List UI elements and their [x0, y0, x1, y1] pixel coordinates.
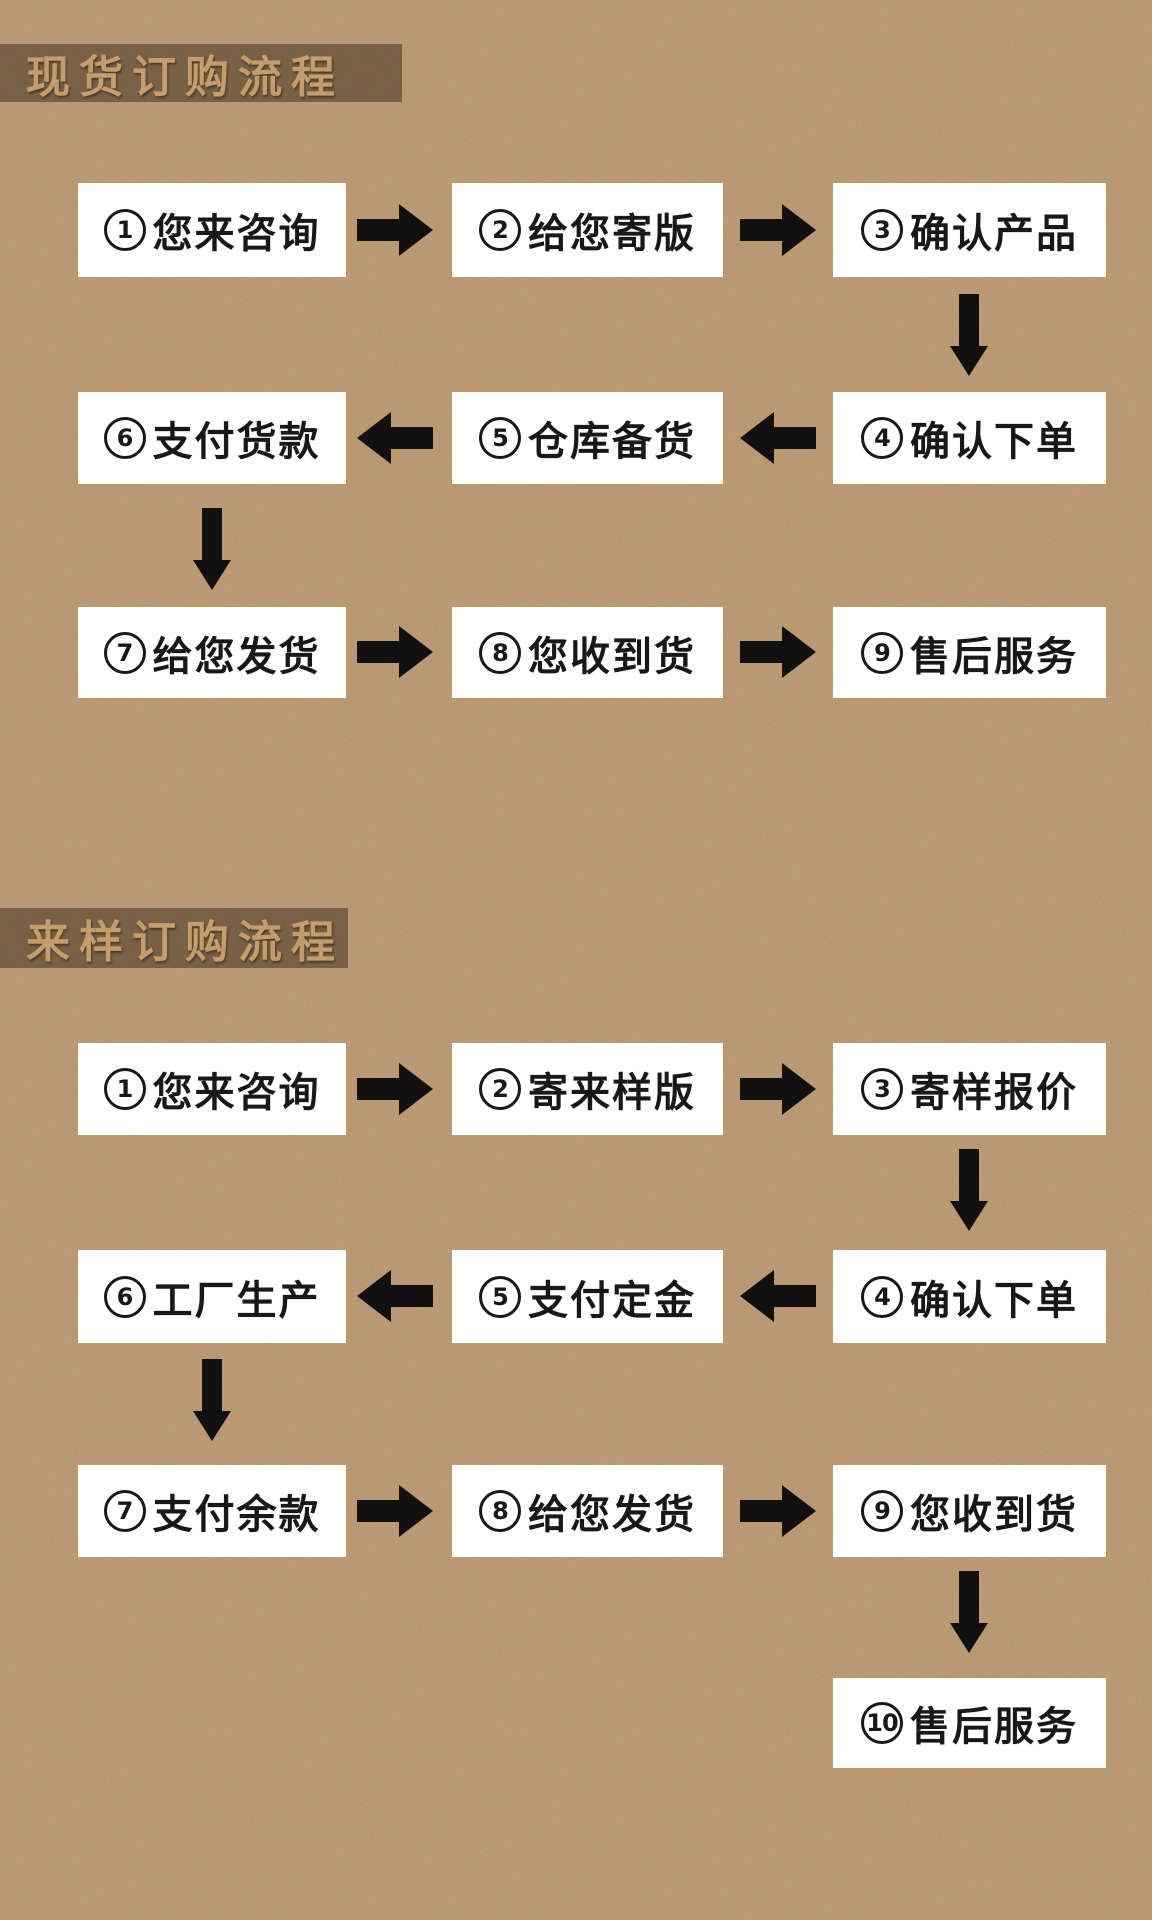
step-label: 工厂生产 — [152, 1277, 321, 1324]
arrow-down-icon — [193, 1359, 231, 1441]
step-circle-number: 8 — [479, 1490, 521, 1532]
step-circle-number: 5 — [479, 417, 521, 459]
step-label: 仓库备货 — [528, 419, 696, 465]
arrow-left-icon — [740, 1270, 816, 1322]
step-label: 确认下单 — [910, 419, 1078, 465]
flow-step-box: 8 您收到货 — [452, 607, 723, 698]
arrow-left-icon — [357, 1270, 433, 1322]
step-circle-number: 10 — [861, 1702, 903, 1744]
arrow-down-icon — [950, 1571, 988, 1653]
step-circle-number: 9 — [861, 1490, 903, 1532]
step-label: 售后服务 — [910, 1704, 1078, 1750]
section-title: 来样订购流程 — [26, 917, 344, 968]
flow-step-box: 7 支付余款 — [78, 1465, 346, 1557]
step-label: 确认下单 — [910, 1277, 1078, 1324]
arrow-right-icon — [740, 204, 816, 256]
step-circle-number: 1 — [103, 209, 146, 251]
step-circle-number: 6 — [103, 1275, 146, 1318]
arrow-down-icon — [950, 1149, 988, 1231]
flow-step-box: 4 确认下单 — [833, 392, 1106, 484]
step-circle-number: 6 — [103, 417, 146, 459]
step-circle-number: 9 — [861, 631, 903, 674]
flow-step-box: 7 给您发货 — [78, 607, 346, 698]
step-circle-number: 4 — [861, 417, 903, 459]
step-label: 寄来样版 — [528, 1070, 696, 1116]
step-label: 给您发货 — [528, 1492, 696, 1538]
step-circle-number: 7 — [103, 631, 146, 674]
step-label: 您来咨询 — [152, 1070, 321, 1116]
flow-step-box: 3 寄样报价 — [833, 1043, 1106, 1135]
step-circle-number: 2 — [479, 209, 521, 251]
step-label: 寄样报价 — [910, 1070, 1078, 1116]
section-title: 现货订购流程 — [26, 52, 344, 103]
arrow-right-icon — [740, 1485, 816, 1537]
step-label: 给您寄版 — [528, 211, 696, 257]
arrow-right-icon — [357, 1063, 433, 1115]
flow-step-box: 6 支付货款 — [78, 392, 346, 484]
flow-step-box: 1 您来咨询 — [78, 1043, 346, 1135]
step-circle-number: 3 — [861, 1068, 903, 1110]
step-label: 支付货款 — [152, 419, 321, 465]
step-circle-number: 8 — [479, 631, 521, 674]
step-circle-number: 7 — [103, 1490, 146, 1532]
flow-step-box: 9 售后服务 — [833, 607, 1106, 698]
flow-step-box: 2 寄来样版 — [452, 1043, 723, 1135]
flow-step-box: 3 确认产品 — [833, 183, 1106, 277]
arrow-right-icon — [357, 626, 433, 678]
arrow-left-icon — [740, 412, 816, 464]
title-banner: 现货订购流程 — [0, 44, 402, 103]
arrow-right-icon — [740, 626, 816, 678]
step-circle-number: 3 — [861, 209, 903, 251]
step-label: 给您发货 — [152, 633, 321, 680]
step-circle-number: 5 — [479, 1275, 521, 1318]
flow-step-box: 10 售后服务 — [833, 1678, 1106, 1768]
flow-step-box: 8 给您发货 — [452, 1465, 723, 1557]
flow-step-box: 9 您收到货 — [833, 1465, 1106, 1557]
flow-step-box: 1 您来咨询 — [78, 183, 346, 277]
arrow-right-icon — [357, 1485, 433, 1537]
step-label: 您收到货 — [528, 633, 696, 680]
flow-step-box: 4 确认下单 — [833, 1250, 1106, 1343]
step-label: 确认产品 — [910, 211, 1078, 257]
arrow-down-icon — [950, 294, 988, 376]
flow-step-box: 5 支付定金 — [452, 1250, 723, 1343]
step-circle-number: 2 — [479, 1068, 521, 1110]
arrow-right-icon — [740, 1063, 816, 1115]
step-label: 支付定金 — [528, 1277, 696, 1324]
step-circle-number: 1 — [103, 1068, 146, 1110]
step-label: 您收到货 — [910, 1492, 1078, 1538]
flow-step-box: 5 仓库备货 — [452, 392, 723, 484]
step-label: 支付余款 — [152, 1492, 321, 1538]
step-label: 您来咨询 — [152, 211, 321, 257]
flow-step-box: 6 工厂生产 — [78, 1250, 346, 1343]
arrow-left-icon — [357, 412, 433, 464]
step-circle-number: 4 — [861, 1275, 903, 1318]
step-label: 售后服务 — [910, 633, 1078, 680]
flow-step-box: 2 给您寄版 — [452, 183, 723, 277]
arrow-right-icon — [357, 204, 433, 256]
arrow-down-icon — [193, 508, 231, 590]
title-banner: 来样订购流程 — [0, 908, 348, 968]
